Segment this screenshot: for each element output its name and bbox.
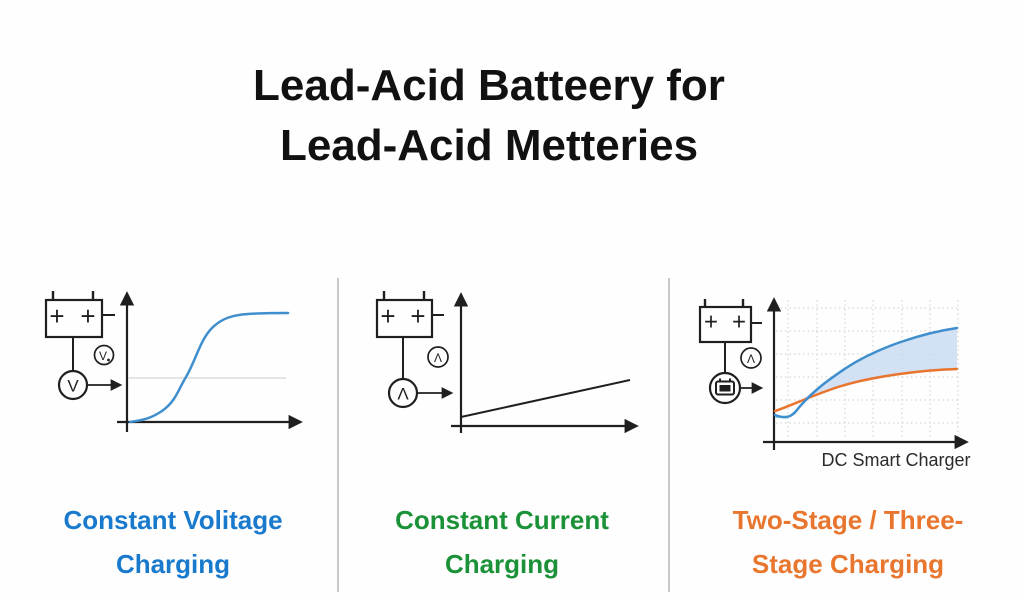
- sigmoid-voltage-curve: [128, 311, 290, 424]
- constant-voltage-panel: + + V V: [44, 291, 303, 432]
- battery-symbol: + +: [698, 299, 762, 373]
- voltmeter-icon: V: [57, 369, 89, 401]
- label-line-2: Charging: [444, 549, 560, 579]
- linear-current-ramp: [460, 379, 631, 418]
- label-line-1: Constant Volitage: [63, 505, 283, 535]
- panel-divider-right: [668, 278, 670, 592]
- current-meter-letter: Λ: [747, 352, 755, 366]
- label-line-1: Constant Current: [395, 505, 609, 535]
- graph-axes: [117, 291, 303, 432]
- ammeter-letter: Λ: [397, 385, 409, 404]
- label-line-1: Two-Stage / Three-: [732, 505, 964, 535]
- battery-plus-right: +: [80, 301, 95, 331]
- graph-axes: [763, 297, 969, 450]
- charging-band-fill: [798, 328, 957, 404]
- current-setpoint-icon: Λ: [427, 346, 449, 368]
- charger-icon-fill: [719, 385, 731, 392]
- setpoint-dot: [107, 358, 110, 362]
- current-setpoint-letter: Λ: [434, 351, 442, 365]
- constant-current-label: Constant Current Charging: [352, 498, 652, 586]
- voltage-setpoint-letter: V: [99, 349, 107, 363]
- constant-voltage-label: Constant Volitage Charging: [23, 498, 323, 586]
- label-line-2: Stage Charging: [751, 549, 945, 579]
- ammeter-icon: Λ: [387, 377, 419, 409]
- charger-icon: [708, 371, 742, 405]
- current-meter-icon: Λ: [740, 347, 762, 369]
- voltage-setpoint-icon: V: [93, 344, 115, 366]
- battery-symbol: + +: [44, 291, 115, 371]
- title-line-1: Lead-Acid Batteery for: [253, 61, 725, 110]
- battery-plus-right: +: [732, 309, 746, 336]
- graph-axes: [451, 292, 639, 434]
- battery-plus-left: +: [49, 301, 64, 331]
- battery-plus-left: +: [704, 309, 718, 336]
- label-line-2: Charging: [115, 549, 231, 579]
- battery-symbol: + +: [375, 291, 444, 379]
- constant-current-panel: + + Λ Λ: [375, 291, 639, 434]
- bulk-stage-curve: [773, 326, 959, 419]
- panel-divider-left: [337, 278, 339, 592]
- grid: [776, 300, 960, 438]
- battery-plus-right: +: [410, 301, 425, 331]
- page-title: Lead-Acid Batteery for Lead-Acid Metteri…: [189, 56, 789, 176]
- float-stage-curve: [773, 367, 959, 413]
- two-stage-panel: + + Λ DC Smart Charger: [698, 297, 971, 470]
- title-line-2: Lead-Acid Metteries: [279, 121, 699, 170]
- two-stage-label: Two-Stage / Three- Stage Charging: [698, 498, 998, 586]
- voltmeter-letter: V: [67, 377, 79, 396]
- battery-plus-left: +: [380, 301, 395, 331]
- graph-caption: DC Smart Charger: [821, 450, 970, 470]
